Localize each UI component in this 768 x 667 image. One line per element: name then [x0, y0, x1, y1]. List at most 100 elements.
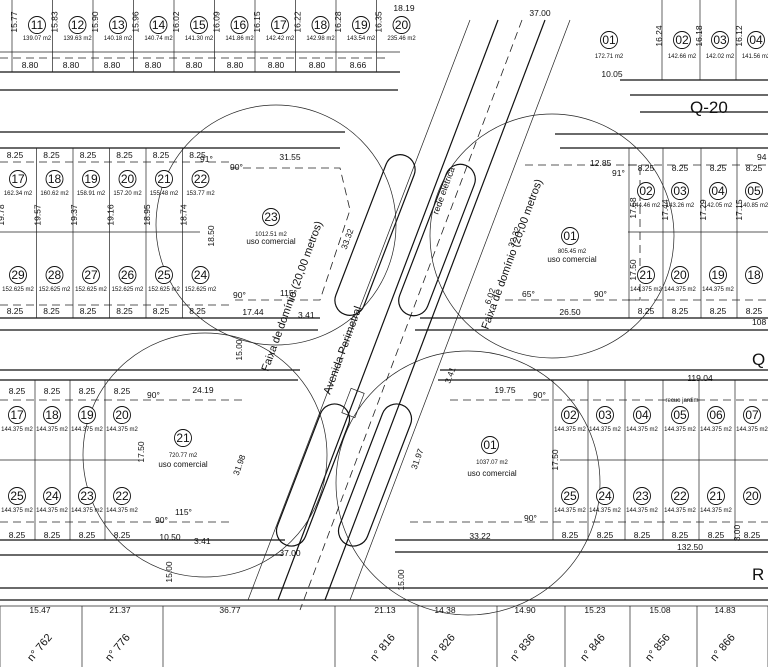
- lot-top-12-num: 12: [71, 18, 85, 32]
- lot-rr-06-circle: [707, 406, 725, 424]
- lot-q01-use: uso comercial: [547, 255, 597, 264]
- tr-dim-0: 10.05: [601, 69, 623, 79]
- lot-q-18-num: 18: [48, 172, 62, 186]
- lot-r-20-circle: [113, 406, 131, 424]
- lot-top-15-circle: [190, 16, 208, 34]
- ql-depth-2: 19.37: [69, 204, 79, 226]
- lot-topright-03-area: 142.02 m2: [706, 54, 735, 60]
- r01-dim-side2: 17.50: [550, 449, 560, 471]
- lot-r01-area: 1037.07 m2: [476, 460, 508, 466]
- lot-qr-05-circle: [745, 182, 763, 200]
- r01-angle2: 90°: [524, 513, 537, 523]
- lot-top-width-5: 16.09: [212, 11, 222, 33]
- lot-qr-02-area: 144.46 m2: [632, 203, 661, 209]
- lot-rr-07-num: 07: [745, 408, 759, 422]
- r21-small: 3.41: [194, 536, 211, 546]
- lot-qr-02-circle: [637, 182, 655, 200]
- lot-qr-18-num: 18: [747, 268, 761, 282]
- lot-top-13-num: 13: [111, 18, 125, 32]
- lot-topright-04-num: 04: [749, 33, 763, 47]
- lot-q01: 01 805.45 m2 uso comercial 12.85 26.50 3…: [482, 158, 638, 317]
- tr-dim-2: 16.18: [694, 25, 704, 47]
- lot-top-dim-1: 8.80: [63, 60, 80, 70]
- lot-q-22-num: 22: [194, 172, 208, 186]
- r01-dim-top: 19.75: [494, 385, 516, 395]
- lot-qr-19-num: 19: [711, 268, 725, 282]
- qr-bot-dim-3: 8.25: [746, 306, 763, 316]
- lot-qr-05-area: 140.85 m2: [740, 203, 768, 209]
- r01-dim-bottom: 33.22: [469, 531, 491, 541]
- lot-rr-03-circle: [596, 406, 614, 424]
- lot-q-20-num: 20: [121, 172, 135, 186]
- ql-bot-dim-3: 8.25: [116, 306, 133, 316]
- lot-q-26-area: 152.625 m2: [112, 287, 144, 293]
- lot-top-width-1: 15.83: [50, 11, 60, 33]
- lot-r21-area: 720.77 m2: [169, 453, 198, 459]
- lot-r-23-num: 23: [80, 489, 94, 503]
- lot-rr-24-num: 24: [598, 489, 612, 503]
- lot-topright-01-area: 172.71 m2: [595, 54, 624, 60]
- q23-dim-top: 31.55: [279, 152, 301, 162]
- lot-top-14: 14: [149, 16, 168, 34]
- qr-bot-dim-0: 8.25: [638, 306, 655, 316]
- lot-r-20-area: 144.375 m2: [106, 427, 138, 433]
- lot-rr-06-num: 06: [709, 408, 723, 422]
- q01-angle2: 91°: [612, 168, 625, 178]
- lot-rr-22-area: 144.375 m2: [664, 508, 696, 514]
- lot-r-19-area: 144.375 m2: [71, 427, 103, 433]
- qr-dim-1: 17.44: [660, 199, 670, 221]
- rr-bot-dim-3: 8.25: [672, 530, 689, 540]
- ql-top-dim-1: 8.25: [43, 150, 60, 160]
- lot-q-26-num: 26: [121, 268, 135, 282]
- ql-top-dim-5: 8.25: [189, 150, 206, 160]
- qr-bot-dim-1: 8.25: [672, 306, 689, 316]
- lot-q-24-circle: [191, 266, 210, 284]
- lot-top-12: 12: [68, 16, 87, 34]
- lot-top-19: 19: [352, 16, 370, 34]
- lot-qr-20-num: 20: [673, 268, 687, 282]
- lot-top-14-num: 14: [152, 18, 166, 32]
- lot-top-width-8: 16.28: [333, 11, 343, 33]
- lot-rr-07-circle: [743, 406, 761, 424]
- lot-q-29-circle: [9, 266, 27, 284]
- lot-q-18-circle: [45, 170, 64, 188]
- lot-r-23-area: 144.375 m2: [71, 508, 103, 514]
- lot-top-dim-2: 8.80: [104, 60, 121, 70]
- lot-rr-03-num: 03: [598, 408, 612, 422]
- lot-top-18-num: 18: [314, 18, 328, 32]
- lot-top-11-area: 139.07 m2: [23, 36, 52, 42]
- lot-r-25-num: 25: [10, 489, 24, 503]
- qr-top-dim-0: 8.25: [638, 163, 655, 173]
- lot-qr-04-circle: [709, 182, 727, 200]
- lot-rr-05-num: 05: [673, 408, 687, 422]
- corner-circles: [82, 104, 675, 616]
- lot-rr-05-circle: [671, 406, 689, 424]
- r01-total: 119.04: [687, 373, 713, 383]
- qr-top-dim-2: 8.25: [710, 163, 727, 173]
- r01-total2: 132.50: [677, 542, 703, 552]
- lot-q23-use: uso comercial: [246, 237, 296, 246]
- lot-top-14-area: 140.74 m2: [144, 36, 173, 42]
- lot-topright-03-num: 03: [713, 33, 727, 47]
- lot-r-17-circle: [8, 406, 26, 424]
- lot-qr-04-num: 04: [711, 184, 725, 198]
- lot-r-25-circle: [8, 487, 26, 505]
- lot-top-dim-0: 8.80: [22, 60, 39, 70]
- q01-dim-top: 12.85: [590, 158, 612, 168]
- lot-top-width-3: 15.96: [131, 11, 141, 33]
- lot-r-22-circle: [113, 487, 131, 505]
- lot-top-width-7: 16.22: [293, 11, 303, 33]
- lot-r-23-circle: [78, 487, 96, 505]
- lot-q-24-area: 152.625 m2: [185, 287, 217, 293]
- lot-qr-21-num: 21: [639, 268, 653, 282]
- r21-angle3: 90°: [155, 515, 168, 525]
- lot-top-11-circle: [28, 16, 46, 34]
